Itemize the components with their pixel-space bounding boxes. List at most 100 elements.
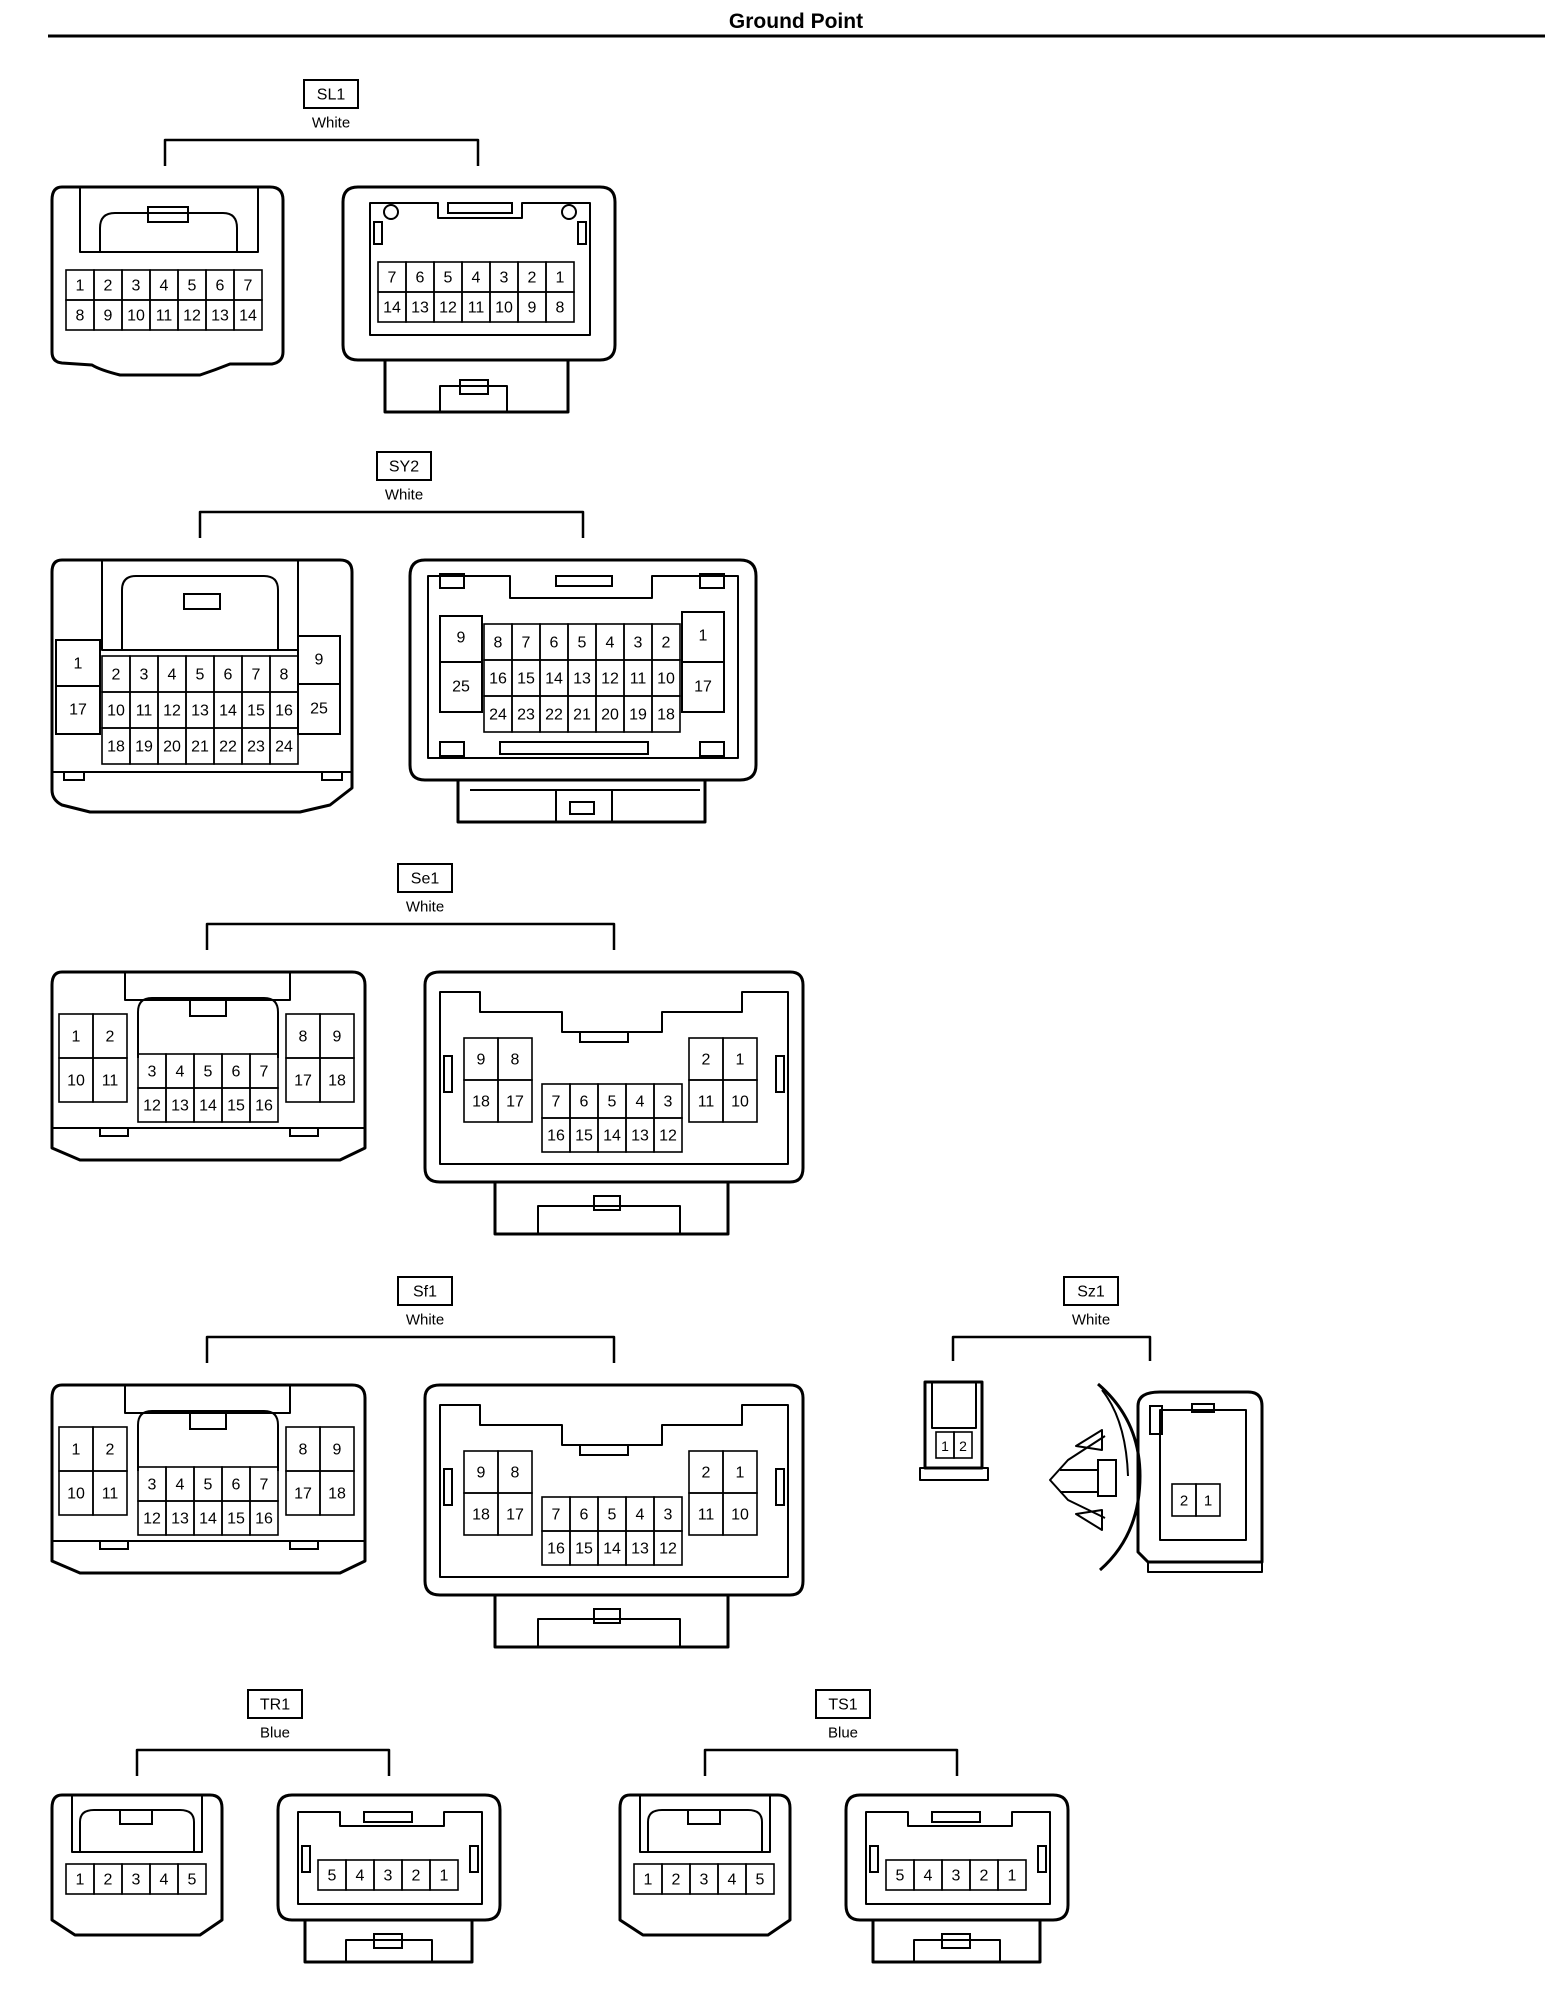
pin-number: 23 [517,707,535,724]
pin-number: 5 [578,635,587,652]
pin-number: 17 [69,702,87,719]
connector-color: White [1072,1312,1110,1329]
lock-tab [941,1933,971,1949]
pin-number: 14 [219,703,237,720]
pin-number: 2 [702,1465,711,1482]
pin-number: 6 [416,270,425,287]
pin-cell [249,1500,279,1536]
pin-number: 9 [477,1465,486,1482]
side-cell-block [439,661,483,713]
pin-cell [249,1087,279,1123]
pin-cell [545,291,575,323]
connector-id: Sf1 [413,1284,437,1301]
bottom-slot [499,741,649,755]
connector-label-box [303,79,359,109]
side-cell-block [681,661,725,713]
pin-number: 2 [412,1868,421,1885]
pin-cell [651,695,681,733]
pin-cell [319,1470,355,1516]
lock-tab [593,1195,621,1211]
pin-number: 6 [216,278,225,295]
pin-number: 16 [547,1541,565,1558]
lock-body [383,360,570,414]
pin-number: 10 [657,671,675,688]
pin-number: 8 [511,1465,520,1482]
pin-number: 15 [575,1128,593,1145]
pin-number: 7 [552,1094,561,1111]
pin-number: 2 [672,1872,681,1889]
pin-number: 3 [664,1507,673,1524]
page-title: Ground Point [729,10,863,33]
pin-number: 1 [644,1872,653,1889]
pin-number: 1 [941,1438,949,1454]
pin-number: 13 [191,703,209,720]
pin-number: 7 [244,278,253,295]
lock-lever [537,1205,681,1234]
key-slot [1191,1403,1215,1413]
pin-number: 2 [104,1872,113,1889]
pin-number: 5 [196,667,205,684]
latch-tab [147,206,189,223]
pin-number: 1 [1204,1493,1212,1510]
lock-tab [459,379,489,395]
pairing-bracket [703,1748,959,1776]
key-slot [579,1031,629,1043]
pin-number: 14 [603,1128,621,1145]
pin-number: 22 [219,739,237,756]
pin-number: 3 [148,1477,157,1494]
pin-cell [953,1431,973,1459]
pin-cell [745,1863,775,1895]
pin-number: 10 [107,703,125,720]
pin-number: 12 [601,671,619,688]
housing-left [50,185,285,377]
pin-number: 25 [310,701,328,718]
latch-tab [189,1410,227,1430]
latch-frame [71,1795,203,1853]
inner-cavity [427,575,739,759]
latch-frame [639,1795,771,1853]
pin-number: 1 [72,1029,81,1046]
pin-number: 9 [457,630,466,647]
pin-number: 3 [132,278,141,295]
pin-number: 6 [580,1094,589,1111]
pin-number: 10 [127,308,145,325]
lock-body [871,1920,1042,1964]
pin-number: 20 [163,739,181,756]
pin-number: 14 [239,308,257,325]
pin-number: 24 [489,707,507,724]
pin-number: 11 [102,1073,119,1090]
corner-rib [439,573,465,589]
pin-number: 7 [552,1507,561,1524]
pin-number: 10 [731,1507,749,1524]
pin-number: 4 [728,1872,737,1889]
connector-label-box [1063,1276,1119,1306]
pin-number: 18 [472,1094,490,1111]
base-plate [1147,1561,1263,1573]
pin-number: 12 [183,308,201,325]
pin-number: 15 [227,1511,245,1528]
inner-cavity [369,202,591,336]
inner-cavity [439,991,789,1165]
pin-number: 10 [731,1094,749,1111]
pin-number: 23 [247,739,265,756]
pin-number: 11 [698,1507,715,1524]
lock-tab [373,1933,403,1949]
pin-number: 4 [924,1868,933,1885]
pin-number: 7 [522,635,531,652]
pin-number: 2 [106,1029,115,1046]
side-rib [469,1845,479,1873]
pin-cell [269,727,299,765]
foot [63,771,85,781]
housing-left [50,1793,224,1937]
side-rib [869,1845,879,1873]
latch-inner [79,1809,195,1852]
pin-number: 11 [102,1486,119,1503]
pin-number: 10 [495,300,513,317]
pin-number: 21 [191,739,209,756]
pin-number: 18 [657,707,675,724]
foot [289,1540,319,1550]
pin-number: 18 [107,739,125,756]
pin-number: 2 [104,278,113,295]
pin-number: 17 [506,1094,524,1111]
